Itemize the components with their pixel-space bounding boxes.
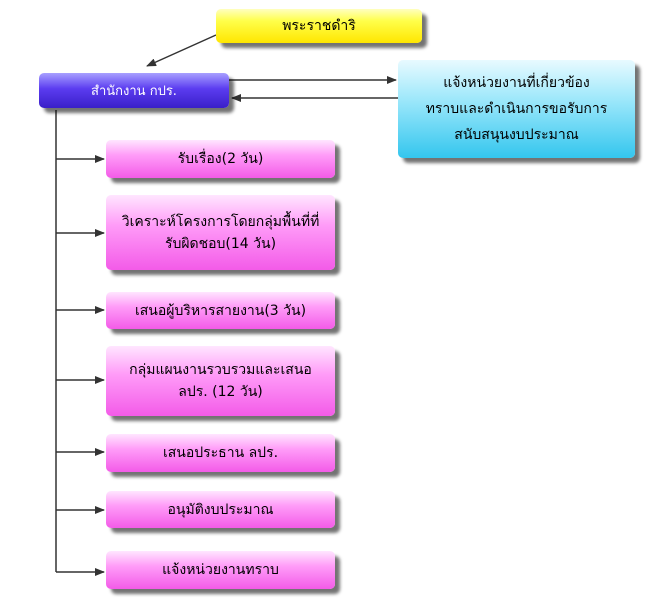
step-approve-budget-node: อนุมัติงบประมาณ bbox=[106, 491, 335, 528]
step-propose-chairman-node: เสนอประธาน ลปร. bbox=[106, 434, 335, 472]
office-node: สำนักงาน กปร. bbox=[39, 73, 229, 108]
arrow-royal-to-office bbox=[146, 34, 217, 67]
step-propose-executive-node: เสนอผู้บริหารสายงาน(3 วัน) bbox=[106, 292, 335, 329]
step-compile-node: กลุ่มแผนงานรวบรวมและเสนอ ลปร. (12 วัน) bbox=[106, 346, 335, 416]
step-analyze-node: วิเคราะห์โครงการโดยกลุ่มพื้นที่ที่ รับผิ… bbox=[106, 195, 335, 270]
step-notify-node: แจ้งหน่วยงานทราบ bbox=[106, 551, 335, 589]
notify-agencies-node: แจ้งหน่วยงานที่เกี่ยวข้อง ทราบและดำเนินก… bbox=[398, 60, 635, 158]
step-receive-node: รับเรื่อง(2 วัน) bbox=[106, 140, 335, 178]
royal-initiative-node: พระราชดำริ bbox=[216, 9, 422, 43]
